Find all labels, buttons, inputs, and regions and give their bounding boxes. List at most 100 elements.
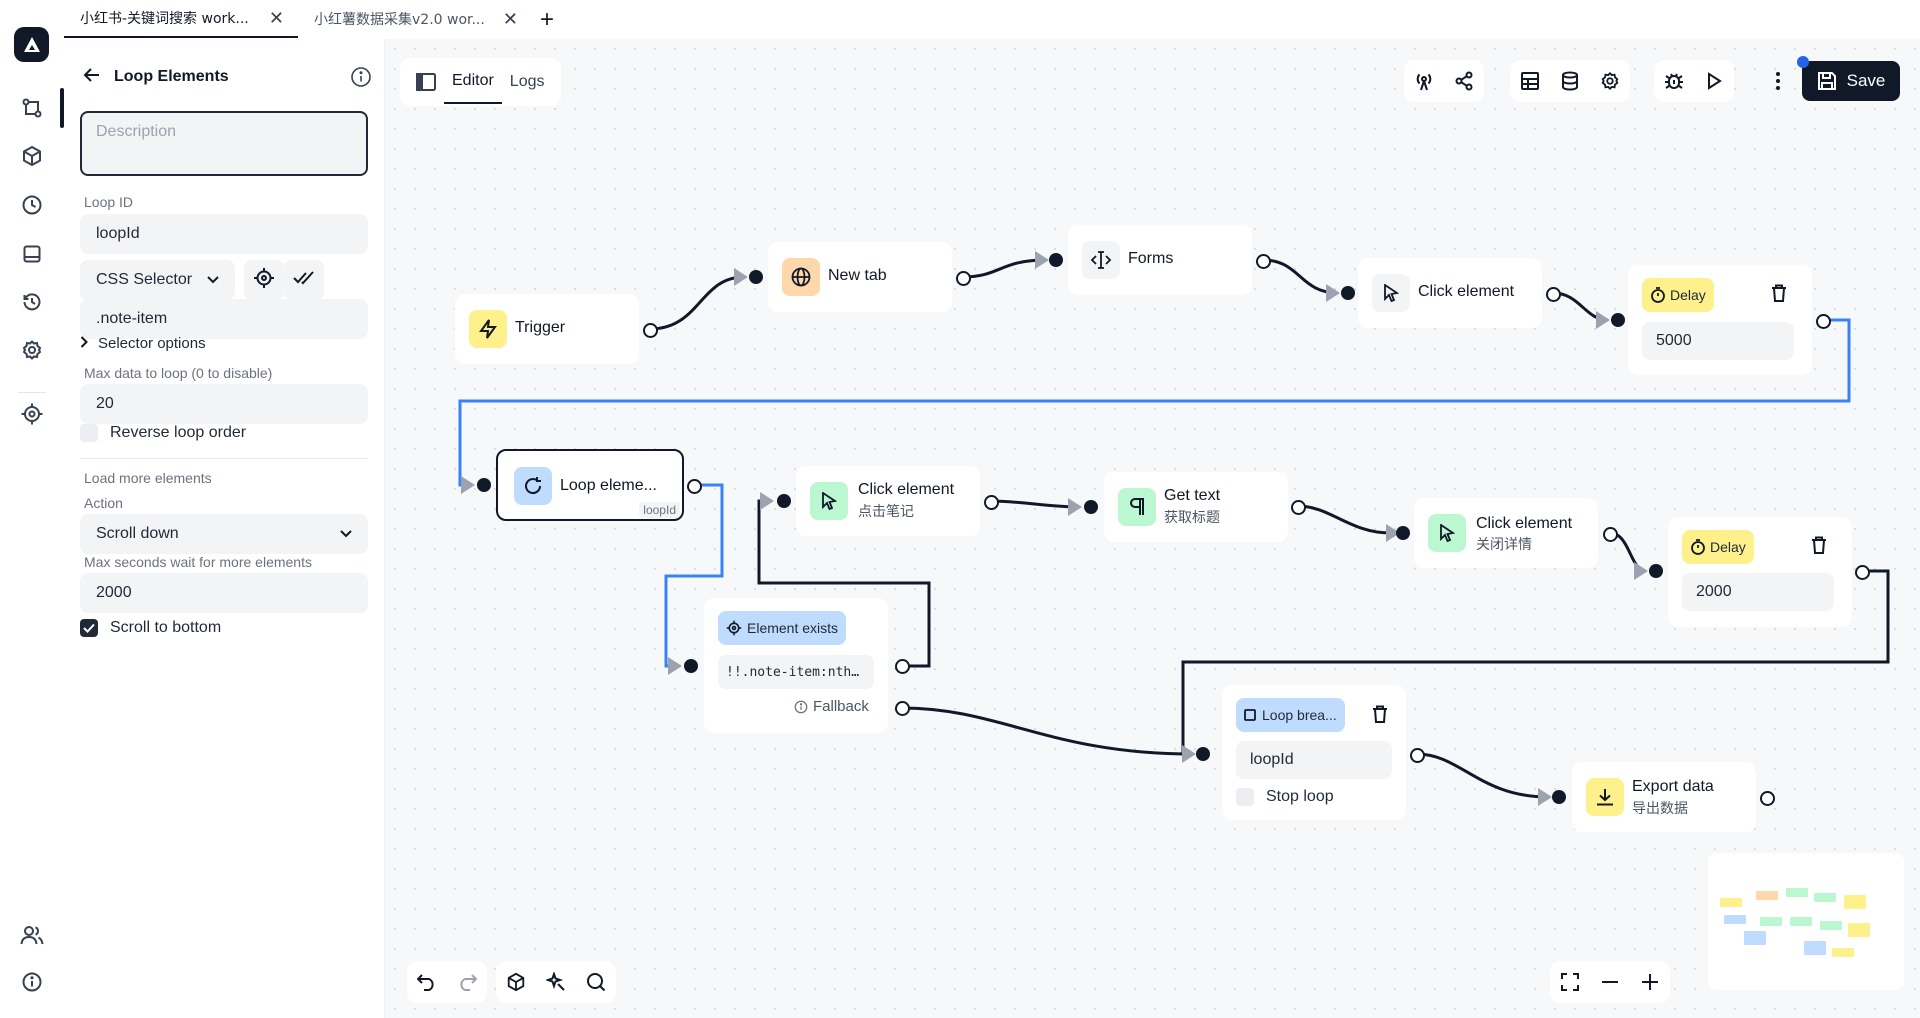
node-delay-1[interactable]: Delay 5000 [1628, 265, 1812, 375]
output-port[interactable] [1855, 565, 1870, 580]
users-icon[interactable] [18, 921, 46, 949]
workflows-icon[interactable] [18, 94, 46, 122]
node-loop-breakpoint[interactable]: Loop brea... loopId Stop loop [1222, 685, 1406, 820]
save-button[interactable]: Save [1802, 61, 1900, 101]
close-icon[interactable]: ✕ [502, 8, 518, 30]
output-port[interactable] [1760, 791, 1775, 806]
input-port[interactable] [477, 478, 491, 492]
max-data-input[interactable]: 20 [80, 384, 368, 424]
checkbox[interactable] [80, 424, 98, 442]
tab-logs[interactable]: Logs [509, 73, 545, 90]
node-click-element-2[interactable]: Click element 点击笔记 [796, 466, 980, 536]
info-icon[interactable] [350, 66, 372, 93]
input-port[interactable] [1611, 313, 1625, 327]
packages-icon[interactable] [18, 142, 46, 170]
back-arrow-icon[interactable] [82, 65, 102, 90]
selector-options-toggle[interactable]: Selector options [80, 335, 206, 352]
node-loop-elements[interactable]: Loop eleme... loopId [496, 449, 684, 521]
node-get-text[interactable]: Get text 获取标题 [1104, 472, 1288, 542]
delete-icon[interactable] [1372, 705, 1388, 728]
history-icon[interactable] [18, 288, 46, 316]
node-click-element-1[interactable]: Click element [1358, 258, 1542, 328]
gear-icon[interactable] [1590, 61, 1630, 101]
loop-id-input[interactable]: loopId [1236, 741, 1392, 779]
checkbox-checked[interactable] [80, 619, 98, 637]
zoom-out-icon[interactable] [1590, 962, 1630, 1002]
input-port[interactable] [1049, 253, 1063, 267]
delete-icon[interactable] [1811, 536, 1827, 559]
input-port[interactable] [1396, 526, 1410, 540]
max-wait-input[interactable]: 2000 [80, 573, 368, 613]
settings-icon[interactable] [18, 336, 46, 364]
input-port[interactable] [777, 494, 791, 508]
more-vertical-icon[interactable] [1758, 60, 1798, 102]
input-port[interactable] [1649, 564, 1663, 578]
schedule-icon[interactable] [18, 191, 46, 219]
selector-input[interactable]: .note-item [80, 299, 368, 339]
output-port[interactable] [1603, 527, 1618, 542]
description-input[interactable]: Description [80, 111, 368, 176]
node-trigger[interactable]: Trigger [455, 294, 639, 364]
node-element-exists[interactable]: Element exists !!.note-item:nth… Fallbac… [704, 598, 888, 733]
storage-icon[interactable] [18, 240, 46, 268]
input-port[interactable] [749, 270, 763, 284]
search-icon[interactable] [576, 962, 616, 1002]
input-port[interactable] [1341, 286, 1355, 300]
stop-loop-checkbox[interactable]: Stop loop [1236, 788, 1334, 806]
element-picker-icon[interactable] [18, 400, 46, 428]
output-port[interactable] [1291, 500, 1306, 515]
app-logo[interactable] [14, 27, 49, 62]
node-forms[interactable]: Forms [1068, 225, 1252, 295]
output-port[interactable] [1816, 314, 1831, 329]
close-icon[interactable]: ✕ [268, 7, 284, 29]
node-delay-2[interactable]: Delay 2000 [1668, 517, 1852, 627]
reverse-loop-checkbox[interactable]: Reverse loop order [80, 424, 246, 442]
fallback-port[interactable] [895, 701, 910, 716]
input-port[interactable] [1196, 747, 1210, 761]
output-port[interactable] [895, 659, 910, 674]
database-icon[interactable] [1550, 61, 1590, 101]
verify-selector-button[interactable] [284, 260, 324, 300]
input-port[interactable] [1084, 500, 1098, 514]
output-port[interactable] [1256, 254, 1271, 269]
node-export-data[interactable]: Export data 导出数据 [1572, 762, 1756, 832]
magic-pin-icon[interactable] [536, 962, 576, 1002]
fullscreen-icon[interactable] [1550, 962, 1590, 1002]
selector-type-select[interactable]: CSS Selector [80, 260, 235, 300]
delete-icon[interactable] [1771, 284, 1787, 307]
node-click-element-3[interactable]: Click element 关闭详情 [1414, 498, 1598, 568]
play-icon[interactable] [1694, 61, 1734, 101]
output-port[interactable] [1546, 287, 1561, 302]
pick-element-button[interactable] [244, 260, 284, 300]
undo-icon[interactable] [407, 962, 447, 1002]
input-port[interactable] [684, 659, 698, 673]
tab-workflow-2[interactable]: 小红薯数据采集v2.0 wor... ✕ [298, 0, 532, 38]
output-port[interactable] [687, 479, 702, 494]
package-icon[interactable] [496, 962, 536, 1002]
zoom-in-icon[interactable] [1630, 962, 1670, 1002]
selector-input[interactable]: !!.note-item:nth… [718, 655, 874, 689]
debug-icon[interactable] [1654, 61, 1694, 101]
minimap[interactable] [1708, 853, 1904, 990]
checkbox[interactable] [1236, 788, 1254, 806]
node-new-tab[interactable]: New tab [768, 242, 952, 312]
input-port[interactable] [1552, 790, 1566, 804]
output-port[interactable] [984, 495, 999, 510]
toggle-sidebar-icon[interactable] [408, 62, 444, 102]
scroll-bottom-checkbox[interactable]: Scroll to bottom [80, 619, 221, 637]
output-port[interactable] [643, 323, 658, 338]
new-tab-icon[interactable]: + [540, 6, 555, 33]
tab-workflow-1[interactable]: 小红书-关键词搜索 work... ✕ [64, 0, 298, 38]
broadcast-icon[interactable] [1404, 61, 1444, 101]
table-icon[interactable] [1510, 61, 1550, 101]
about-icon[interactable] [18, 968, 46, 996]
redo-icon[interactable] [447, 962, 487, 1002]
delay-input[interactable]: 2000 [1682, 573, 1834, 611]
delay-input[interactable]: 5000 [1642, 322, 1794, 360]
action-select[interactable]: Scroll down [80, 514, 368, 554]
share-icon[interactable] [1444, 61, 1484, 101]
tab-editor[interactable]: Editor [444, 60, 502, 104]
loop-id-input[interactable]: loopId [80, 214, 368, 254]
output-port[interactable] [956, 271, 971, 286]
output-port[interactable] [1410, 748, 1425, 763]
